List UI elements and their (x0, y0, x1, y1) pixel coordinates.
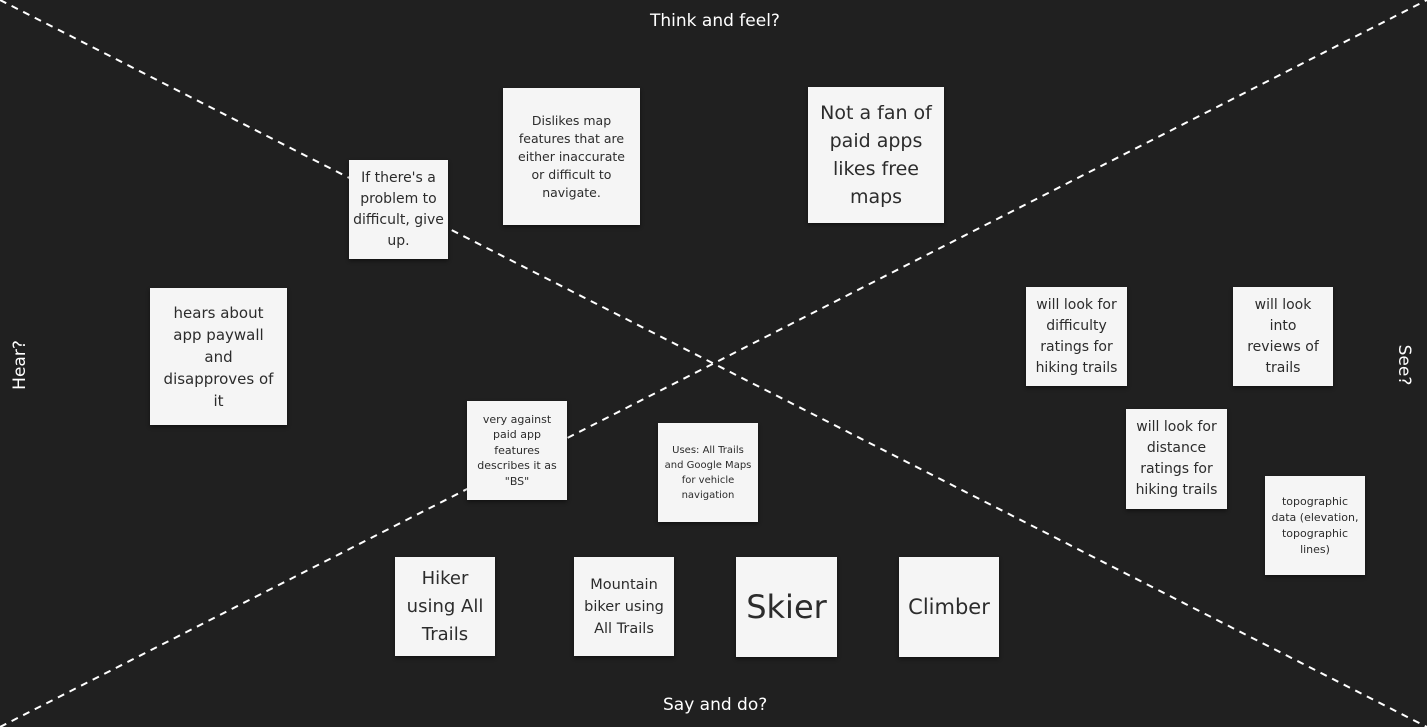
sticky-note-hiker[interactable]: Hiker using All Trails (395, 557, 495, 656)
sticky-note-text: Dislikes map features that are either in… (518, 112, 625, 200)
quadrant-label-think-feel: Think and feel? (650, 11, 780, 31)
sticky-note-text: topographic data (elevation, topographic… (1271, 494, 1359, 556)
sticky-note-text: Hiker using All Trails (406, 567, 484, 645)
sticky-note-skier[interactable]: Skier (736, 557, 837, 657)
sticky-note-dislikes-map[interactable]: Dislikes map features that are either in… (503, 88, 640, 225)
sticky-note-not-fan-paid[interactable]: Not a fan of paid apps likes free maps (808, 87, 944, 223)
sticky-note-text: Mountain biker using All Trails (584, 576, 664, 637)
sticky-note-text: hears about app paywall and disapproves … (163, 303, 274, 410)
sticky-note-problem-give-up[interactable]: If there's a problem to difficult, give … (349, 160, 448, 259)
sticky-note-text: will look for difficulty ratings for hik… (1035, 296, 1118, 376)
quadrant-label-say-do: Say and do? (663, 695, 768, 715)
sticky-note-reviews-trails[interactable]: will look into reviews of trails (1233, 287, 1333, 386)
sticky-note-difficulty-ratings[interactable]: will look for difficulty ratings for hik… (1026, 287, 1127, 386)
quadrant-label-hear: Hear? (10, 340, 30, 390)
sticky-note-mountain-biker[interactable]: Mountain biker using All Trails (574, 557, 674, 656)
sticky-note-text: Uses: All Trails and Google Maps for veh… (664, 444, 752, 501)
sticky-note-text: If there's a problem to difficult, give … (353, 169, 444, 249)
sticky-note-text: Climber (908, 595, 990, 619)
sticky-note-hears-paywall[interactable]: hears about app paywall and disapproves … (150, 288, 287, 425)
sticky-note-text: Not a fan of paid apps likes free maps (820, 102, 932, 208)
sticky-note-text: will look into reviews of trails (1247, 296, 1319, 376)
sticky-note-text: will look for distance ratings for hikin… (1135, 419, 1218, 498)
sticky-note-text: very against paid app features describes… (477, 412, 557, 488)
sticky-note-topographic[interactable]: topographic data (elevation, topographic… (1265, 476, 1365, 575)
sticky-note-against-paid[interactable]: very against paid app features describes… (467, 401, 567, 500)
sticky-note-climber[interactable]: Climber (899, 557, 999, 657)
sticky-note-uses-apps[interactable]: Uses: All Trails and Google Maps for veh… (658, 423, 758, 522)
sticky-note-text: Skier (746, 588, 827, 626)
quadrant-label-see: See? (1394, 344, 1414, 386)
sticky-note-distance-ratings[interactable]: will look for distance ratings for hikin… (1126, 409, 1227, 509)
